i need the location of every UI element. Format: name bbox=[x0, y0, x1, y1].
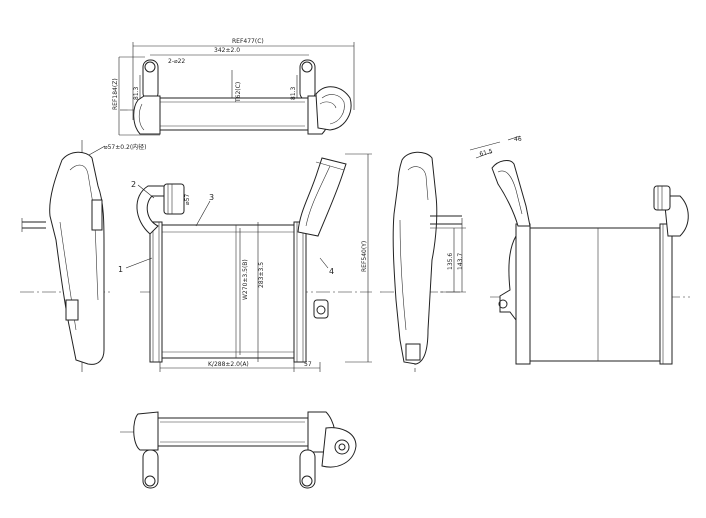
dim-ref184: REF184(Z) bbox=[112, 78, 119, 110]
dim-57-inner: ⌀57±0.2(内径) bbox=[104, 143, 147, 151]
part-callouts: 1 2 3 4 bbox=[118, 180, 334, 276]
dim-135-6: 135.6 bbox=[447, 253, 454, 270]
dim-46: 46 bbox=[514, 136, 522, 143]
dim-t62: T62(C) bbox=[235, 82, 242, 103]
dim-ref477: REF477(C) bbox=[232, 38, 264, 45]
dim-2-phi22: 2-⌀22 bbox=[168, 58, 185, 65]
dim-w270: W270±3.5(B) bbox=[242, 259, 249, 300]
dim-342: 342±2.0 bbox=[214, 47, 240, 54]
dim-81-3-right: 81.3 bbox=[290, 86, 297, 100]
dim-61-5: 61.5 bbox=[479, 148, 494, 158]
dim-ref540: REF540(Y) bbox=[361, 241, 368, 272]
bottom-view bbox=[120, 411, 357, 489]
rear-view bbox=[469, 135, 690, 365]
right-side-view bbox=[380, 151, 466, 372]
dim-283: 283±3.5 bbox=[258, 262, 265, 288]
top-view bbox=[118, 42, 355, 136]
dim-k288: K/288±2.0(A) bbox=[208, 361, 249, 368]
dim-57-right: 57 bbox=[304, 361, 312, 368]
callout-2: 2 bbox=[131, 180, 136, 189]
front-view bbox=[79, 145, 372, 372]
dim-57-small: ⌀57 bbox=[184, 194, 191, 205]
dim-143-7: 143.7 bbox=[457, 253, 464, 270]
dim-81-3-left: 81.3 bbox=[133, 86, 140, 100]
dimension-labels: REF477(C) 342±2.0 2-⌀22 REF184(Z) 81.3 8… bbox=[104, 38, 522, 368]
left-side-view bbox=[20, 140, 110, 372]
callout-3: 3 bbox=[209, 193, 214, 202]
callout-4: 4 bbox=[329, 267, 334, 276]
callout-1: 1 bbox=[118, 265, 123, 274]
